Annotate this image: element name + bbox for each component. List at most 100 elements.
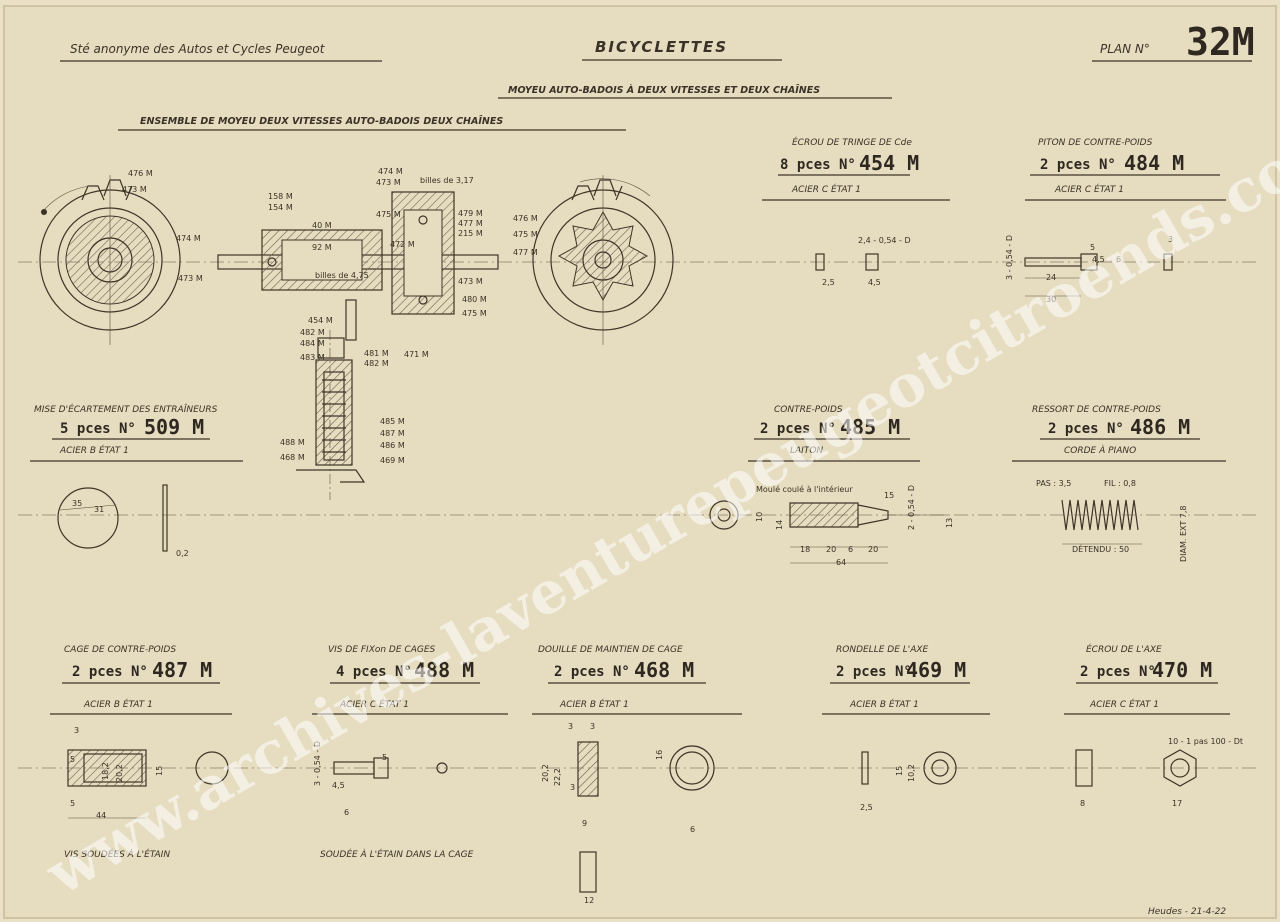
svg-text:15: 15 xyxy=(895,766,904,776)
svg-text:DOUILLE DE MAINTIEN DE CAGE: DOUILLE DE MAINTIEN DE CAGE xyxy=(538,645,683,655)
svg-text:475 M: 475 M xyxy=(513,230,538,239)
signature: Heudes - 21-4-22 xyxy=(1148,907,1226,917)
svg-text:VIS DE FIXon DE CAGES: VIS DE FIXon DE CAGES xyxy=(328,645,436,655)
svg-text:ACIER C ÉTAT 1: ACIER C ÉTAT 1 xyxy=(791,183,861,195)
svg-text:billes de 4,75: billes de 4,75 xyxy=(315,271,369,280)
svg-text:Moulé coulé à l'intérieur: Moulé coulé à l'intérieur xyxy=(756,484,853,494)
svg-text:5: 5 xyxy=(70,755,75,764)
svg-text:2 pces N°: 2 pces N° xyxy=(836,664,912,680)
svg-text:4,5: 4,5 xyxy=(332,781,345,790)
svg-text:474 M: 474 M xyxy=(378,167,403,176)
svg-text:215 M: 215 M xyxy=(458,229,483,238)
svg-text:20: 20 xyxy=(826,545,836,554)
svg-text:474 M: 474 M xyxy=(176,234,201,243)
svg-text:482 M: 482 M xyxy=(364,359,389,368)
svg-text:2,4 - 0,54 - D: 2,4 - 0,54 - D xyxy=(858,236,911,245)
svg-text:2 pces N°: 2 pces N° xyxy=(554,664,630,680)
svg-text:14: 14 xyxy=(775,520,784,530)
company-name: Sté anonyme des Autos et Cycles Peugeot xyxy=(70,42,326,56)
svg-text:PITON DE CONTRE-POIDS: PITON DE CONTRE-POIDS xyxy=(1038,138,1153,148)
svg-text:18,2: 18,2 xyxy=(101,762,110,780)
svg-text:30: 30 xyxy=(1046,295,1056,304)
svg-text:2 pces N°: 2 pces N° xyxy=(1048,421,1124,437)
svg-text:480 M: 480 M xyxy=(462,295,487,304)
svg-text:SOUDÉE À L'ÉTAIN DANS LA CAGE: SOUDÉE À L'ÉTAIN DANS LA CAGE xyxy=(320,848,474,860)
svg-text:2,5: 2,5 xyxy=(822,278,835,287)
plan-number: 32M xyxy=(1186,20,1255,64)
svg-text:15: 15 xyxy=(155,766,164,776)
svg-text:31: 31 xyxy=(94,505,104,514)
svg-text:20: 20 xyxy=(868,545,878,554)
svg-text:35: 35 xyxy=(72,499,82,508)
svg-text:473 M: 473 M xyxy=(122,185,147,194)
svg-text:475 M: 475 M xyxy=(376,210,401,219)
svg-text:8 pces N°: 8 pces N° xyxy=(780,157,856,173)
svg-text:488 M: 488 M xyxy=(414,658,474,682)
svg-text:485 M: 485 M xyxy=(840,415,900,439)
svg-text:473 M: 473 M xyxy=(376,178,401,187)
svg-text:5: 5 xyxy=(1090,243,1095,252)
svg-text:DÉTENDU : 50: DÉTENDU : 50 xyxy=(1072,543,1129,554)
svg-text:17: 17 xyxy=(1172,799,1182,808)
svg-text:476 M: 476 M xyxy=(513,214,538,223)
svg-text:4 pces N°: 4 pces N° xyxy=(336,664,412,680)
svg-text:6: 6 xyxy=(690,825,695,834)
svg-text:475 M: 475 M xyxy=(462,309,487,318)
svg-text:483 M: 483 M xyxy=(300,353,325,362)
svg-text:3: 3 xyxy=(74,726,79,735)
svg-text:468 M: 468 M xyxy=(280,453,305,462)
svg-text:486 M: 486 M xyxy=(380,441,405,450)
svg-text:3: 3 xyxy=(590,722,595,731)
svg-text:3: 3 xyxy=(568,722,573,731)
left-sprocket-view xyxy=(39,175,181,345)
svg-text:PAS : 3,5: PAS : 3,5 xyxy=(1036,479,1071,488)
svg-text:479 M: 479 M xyxy=(458,209,483,218)
part-469m: RONDELLE DE L'AXE 2 pces N° 469 M ACIER … xyxy=(822,645,990,812)
svg-text:5 pces N°: 5 pces N° xyxy=(60,421,136,437)
svg-text:484 M: 484 M xyxy=(300,339,325,348)
svg-text:486 M: 486 M xyxy=(1130,415,1190,439)
svg-text:158 M: 158 M xyxy=(268,192,293,201)
svg-text:6: 6 xyxy=(344,808,349,817)
svg-text:2 pces N°: 2 pces N° xyxy=(1080,664,1156,680)
paper xyxy=(3,5,1277,919)
svg-text:ACIER C ÉTAT 1: ACIER C ÉTAT 1 xyxy=(1054,183,1124,195)
svg-text:92 M: 92 M xyxy=(312,243,332,252)
svg-text:487 M: 487 M xyxy=(380,429,405,438)
svg-text:468 M: 468 M xyxy=(634,658,694,682)
svg-text:ACIER C ÉTAT 1: ACIER C ÉTAT 1 xyxy=(1089,698,1159,710)
svg-text:6: 6 xyxy=(1116,255,1121,264)
svg-text:509 M: 509 M xyxy=(144,415,204,439)
svg-text:10: 10 xyxy=(755,512,764,522)
part-454m: ÉCROU DE TRINGE DE Cde 8 pces N° 454 M A… xyxy=(762,136,950,287)
svg-text:LAITON: LAITON xyxy=(790,446,823,456)
svg-text:VIS SOUDÉES À L'ÉTAIN: VIS SOUDÉES À L'ÉTAIN xyxy=(64,848,170,860)
part-485m: CONTRE-POIDS 2 pces N° 485 M LAITON Moul… xyxy=(709,405,954,567)
svg-text:482 M: 482 M xyxy=(300,328,325,337)
svg-text:DIAM. EXT 7,8: DIAM. EXT 7,8 xyxy=(1179,505,1188,562)
svg-text:3: 3 xyxy=(570,783,575,792)
part-486m: RESSORT DE CONTRE-POIDS 2 pces N° 486 M … xyxy=(1012,405,1226,562)
svg-text:3: 3 xyxy=(1168,235,1173,244)
svg-text:10,2: 10,2 xyxy=(907,764,916,782)
svg-text:477 M: 477 M xyxy=(458,219,483,228)
svg-text:154 M: 154 M xyxy=(268,203,293,212)
svg-text:4,5: 4,5 xyxy=(868,278,881,287)
svg-text:ACIER B ÉTAT 1: ACIER B ÉTAT 1 xyxy=(59,444,129,456)
svg-text:ACIER B ÉTAT 1: ACIER B ÉTAT 1 xyxy=(559,698,629,710)
svg-text:481 M: 481 M xyxy=(364,349,389,358)
svg-text:18: 18 xyxy=(800,545,810,554)
svg-text:454 M: 454 M xyxy=(308,316,333,325)
svg-text:22,2: 22,2 xyxy=(553,768,562,786)
right-sprocket-view xyxy=(532,175,674,345)
svg-text:CORDE À PIANO: CORDE À PIANO xyxy=(1064,444,1136,456)
svg-text:484 M: 484 M xyxy=(1124,151,1184,175)
svg-text:0,2: 0,2 xyxy=(176,549,189,558)
svg-text:9: 9 xyxy=(582,819,587,828)
svg-text:6: 6 xyxy=(848,545,853,554)
svg-text:2 - 0,54 - D: 2 - 0,54 - D xyxy=(907,485,916,530)
svg-text:472 M: 472 M xyxy=(390,240,415,249)
plan-label: PLAN N° xyxy=(1100,42,1150,56)
svg-text:5: 5 xyxy=(382,753,387,762)
svg-text:12: 12 xyxy=(584,896,594,905)
